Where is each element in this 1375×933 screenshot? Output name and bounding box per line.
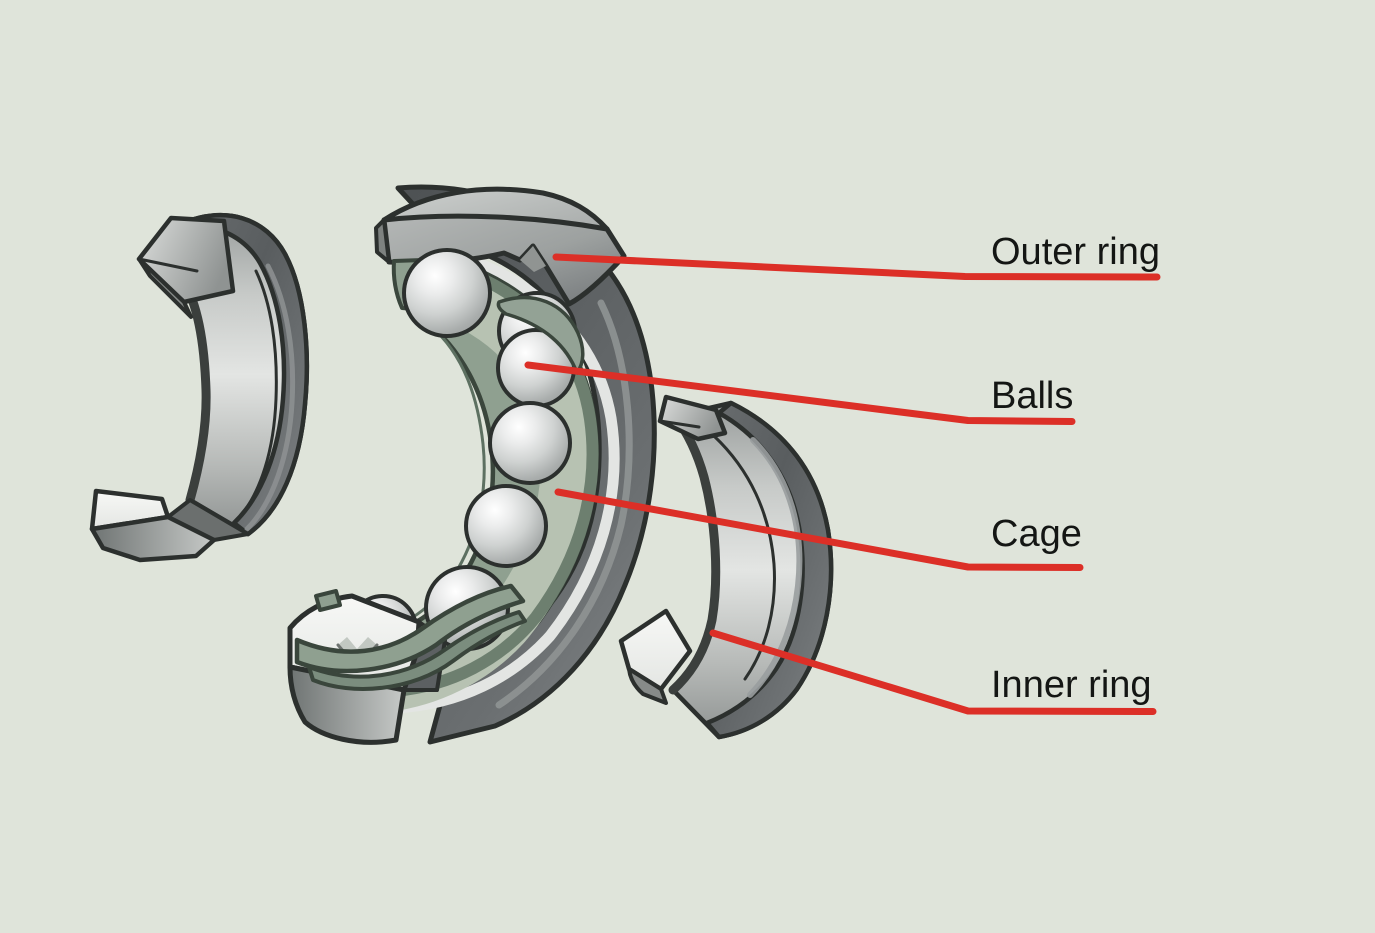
label-balls: Balls xyxy=(991,375,1073,417)
inner-ring-rim-highlight xyxy=(747,437,803,698)
cage-rail-tab xyxy=(314,589,342,612)
ball xyxy=(464,484,548,568)
label-cage: Cage xyxy=(991,513,1082,555)
cage-front-rail-lower xyxy=(307,610,527,691)
leader-line-inner-ring xyxy=(709,629,1157,715)
annotations: Outer ring Balls Cage Inner ring xyxy=(524,231,1161,715)
inner-ring-inner-edge xyxy=(668,411,721,695)
bearing-center-assembly xyxy=(287,184,657,745)
ball xyxy=(488,401,572,485)
inner-ring-top-cut-face xyxy=(657,394,728,442)
left-section-top-cut-side xyxy=(137,257,193,319)
inner-ring-bottom-cut-side xyxy=(627,667,668,705)
left-section-top-cut-crease xyxy=(137,257,199,273)
inner-ring-bottom-cut-face xyxy=(618,608,693,692)
inner-ring-top-cut-crease xyxy=(658,419,701,429)
outer-ring-rim-highlight xyxy=(495,299,633,709)
left-section-rim-highlight xyxy=(244,263,296,532)
outer-ring-left-section xyxy=(89,213,310,563)
leader-line-outer-ring xyxy=(552,253,1161,281)
cage-front-rail xyxy=(294,583,526,674)
outer-ring-cut-left-face xyxy=(374,218,391,264)
label-outer-ring: Outer ring xyxy=(991,231,1160,273)
label-inner-ring: Inner ring xyxy=(991,664,1152,706)
outer-ring-cut-groove-notch xyxy=(520,246,546,272)
left-section-groove-line xyxy=(237,269,278,520)
leader-line-balls xyxy=(524,361,1076,425)
left-section-bottom-front-face xyxy=(89,514,217,563)
ball xyxy=(402,248,492,338)
leader-line-cage xyxy=(554,488,1084,571)
